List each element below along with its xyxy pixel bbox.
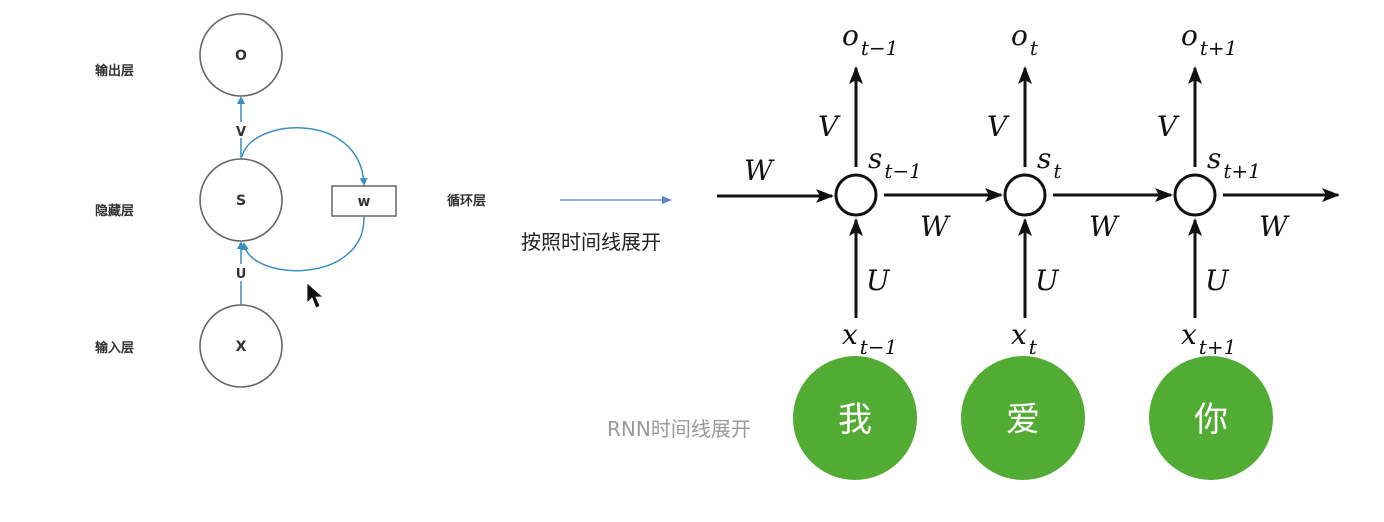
hidden-layer-label: 隐藏层 <box>95 203 134 219</box>
w-label: W <box>1259 210 1290 243</box>
output-node-label: O <box>235 48 247 64</box>
recurrent-weight-box <box>331 185 397 217</box>
w-label: W <box>920 210 951 243</box>
u-label: U <box>1035 264 1060 297</box>
state-node <box>1003 173 1047 217</box>
v-label: V <box>1157 110 1180 143</box>
input-layer-label: 输入层 <box>95 340 134 356</box>
recurrent-layer-label: 循环层 <box>447 193 486 209</box>
state-node <box>1173 173 1217 217</box>
v-label-bg <box>233 122 249 138</box>
mouse-cursor-icon <box>306 282 325 309</box>
u-label: U <box>866 264 891 297</box>
word-token-circle <box>961 356 1085 480</box>
recurrent-edge-out <box>241 127 368 186</box>
word-token-text: 我 <box>838 400 872 440</box>
output-layer-label: 输出层 <box>95 63 134 79</box>
unroll-caption: 按照时间线展开 <box>521 230 661 254</box>
v-edge-label: V <box>236 125 246 140</box>
word-token-text: 你 <box>1194 400 1228 440</box>
recurrent-edge-in <box>241 215 365 272</box>
recurrent-weight-label: w <box>358 194 371 210</box>
input-node-label: X <box>236 339 247 355</box>
word-token-circle <box>1149 356 1273 480</box>
w-label: W <box>1089 210 1120 243</box>
folded-rnn: 输出层 隐藏层 输入层 O S X V U w <box>95 13 397 388</box>
u-label: U <box>1205 264 1230 297</box>
v-label: V <box>818 110 841 143</box>
w-label-in: W <box>744 154 775 187</box>
hidden-node-label: S <box>236 193 246 209</box>
word-token-text: 爱 <box>1006 400 1040 440</box>
word-tokens: 我爱你 <box>793 356 1273 480</box>
u-edge-label: U <box>236 267 247 282</box>
state-node <box>834 173 878 217</box>
word-token-circle <box>793 356 917 480</box>
u-label-bg <box>233 264 249 281</box>
footer-caption: RNN时间线展开 <box>607 417 751 441</box>
v-label: V <box>987 110 1010 143</box>
